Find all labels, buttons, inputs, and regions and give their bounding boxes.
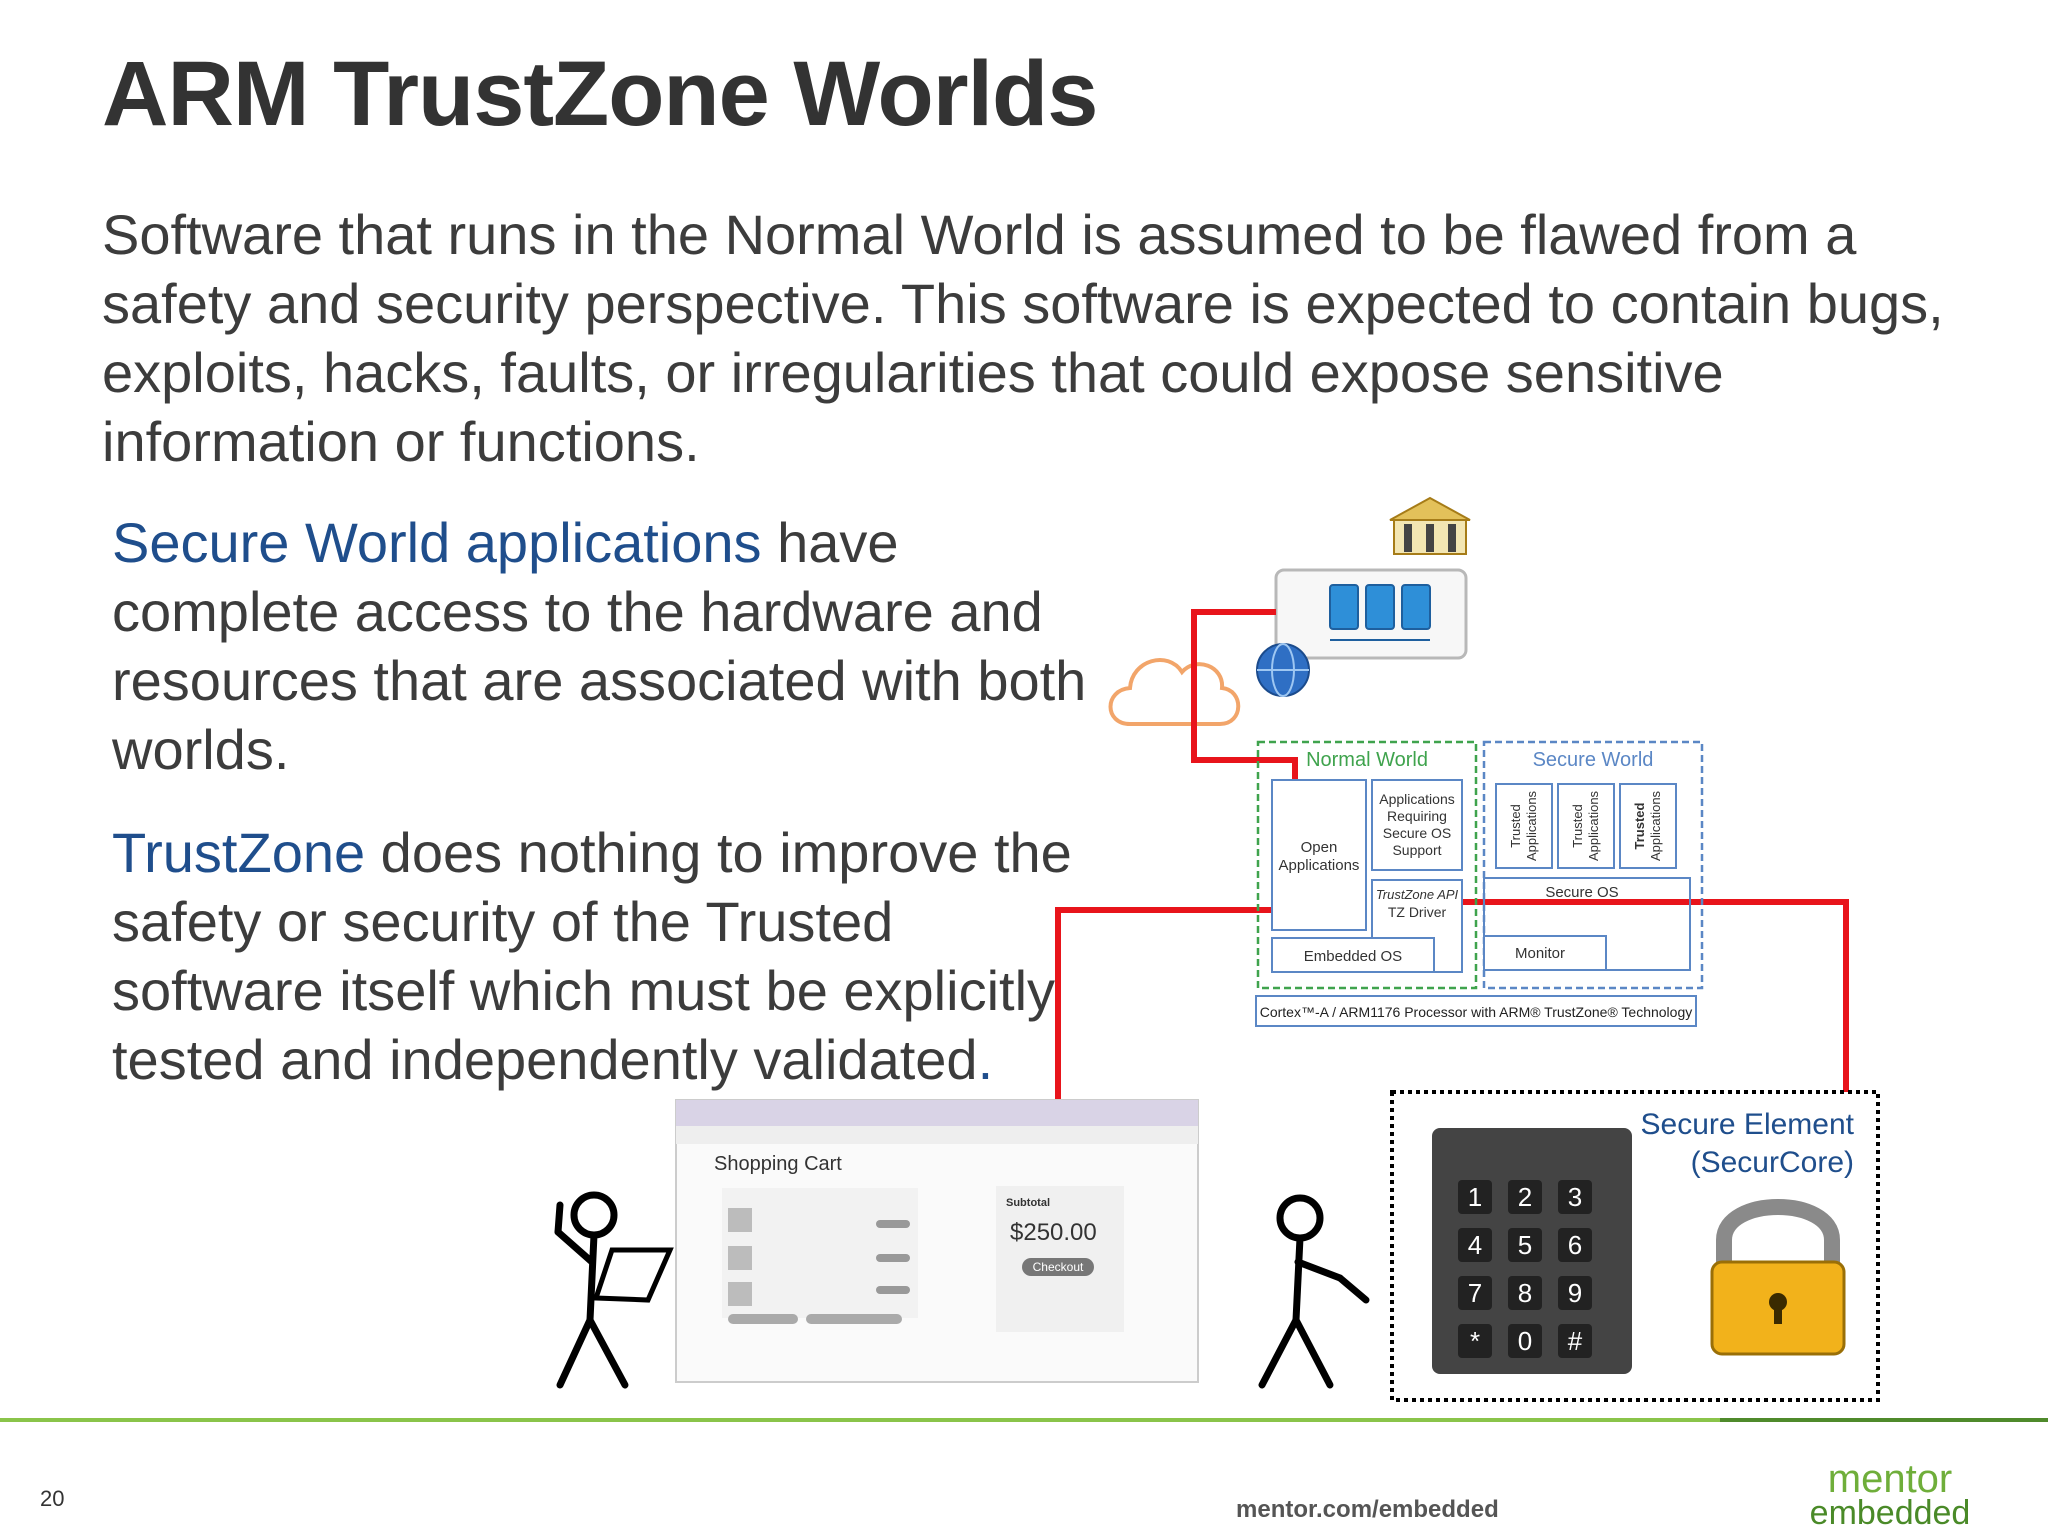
keypad-key: 8 [1518, 1278, 1532, 1308]
keypad-key-bg [1558, 1324, 1592, 1358]
keypad-key-bg [1508, 1276, 1542, 1310]
keypad-keys: 1 2 3 4 5 6 7 8 9 * 0 # [1458, 1180, 1592, 1358]
secure-element-box [1390, 1090, 1880, 1402]
stick-figure-pointing [1258, 1194, 1370, 1389]
open-apps-line2: Applications [1279, 857, 1360, 874]
tz-api-label: TrustZone API [1376, 887, 1459, 902]
tz-driver-label: TZ Driver [1388, 904, 1447, 920]
trustzone-paragraph: TrustZone does nothing to improve the sa… [112, 818, 1112, 1094]
padlock-icon [1710, 1199, 1846, 1356]
keypad-key-bg [1458, 1276, 1492, 1310]
apps-req-line4: Support [1392, 842, 1441, 858]
keypad-key-bg [1458, 1324, 1492, 1358]
monitor-label: Monitor [1515, 945, 1565, 962]
processor-label: Cortex™-A / ARM1176 Processor with ARM® … [1260, 1004, 1693, 1020]
keypad-key-bg [1558, 1180, 1592, 1214]
embedded-os-label: Embedded OS [1304, 948, 1402, 965]
processor-bar [1255, 995, 1697, 1027]
intro-paragraph: Software that runs in the Normal World i… [102, 203, 1944, 473]
keypad-key: 7 [1468, 1278, 1482, 1308]
keypad-key-bg [1558, 1276, 1592, 1310]
slide-number: 20 [40, 1486, 65, 1511]
trustzone-highlight: TrustZone [112, 821, 366, 884]
keypad-key-bg [1508, 1228, 1542, 1262]
bank-icon [1389, 496, 1471, 555]
checkout-button: Checkout [1033, 1260, 1084, 1274]
trusted-apps-2-line1: Trusted [1570, 804, 1585, 848]
keypad-key-bg [1508, 1324, 1542, 1358]
server-icon [1274, 568, 1468, 660]
footer-url: mentor.com/embedded [1236, 1496, 1499, 1523]
subtotal-value: $250.00 [1010, 1219, 1097, 1246]
trusted-apps-1-line1: Trusted [1508, 804, 1523, 848]
keypad-key: 3 [1568, 1182, 1582, 1212]
secure-world-text: have complete access to the hardware and… [112, 511, 1087, 781]
trusted-apps-1-line2: Applications [1524, 790, 1539, 861]
connector-cloud [1191, 609, 1298, 800]
apps-req-line3: Secure OS [1383, 825, 1451, 841]
trustzone-period: . [977, 1028, 994, 1091]
keypad-key: 4 [1468, 1230, 1482, 1260]
logo-bottom: embedded [1810, 1494, 1971, 1528]
shopping-cart-screenshot: Shopping Cart Subtotal $250.00 Checkout [675, 1099, 1199, 1383]
apps-req-line1: Applications [1379, 791, 1455, 807]
mentor-embedded-logo: mentor embedded [1810, 1458, 1971, 1528]
secure-element-line1: Secure Element [1641, 1108, 1855, 1141]
keypad-key: 0 [1518, 1326, 1532, 1356]
secure-world-box [1482, 740, 1704, 990]
normal-world-box [1256, 740, 1478, 990]
secure-world-label: Secure World [1533, 749, 1654, 771]
keypad-key: 6 [1568, 1230, 1582, 1260]
keypad-key: 1 [1468, 1182, 1482, 1212]
keypad-key-bg [1508, 1180, 1542, 1214]
keypad-key-bg [1558, 1228, 1592, 1262]
shopping-cart-title: Shopping Cart [714, 1153, 842, 1175]
keypad-key: 5 [1518, 1230, 1532, 1260]
keypad-key: 2 [1518, 1182, 1532, 1212]
secure-os-label: Secure OS [1545, 884, 1618, 901]
keypad-key: * [1470, 1326, 1480, 1356]
keypad-key-bg [1458, 1228, 1492, 1262]
trusted-apps-2-line2: Applications [1586, 790, 1601, 861]
subtotal-label: Subtotal [1006, 1197, 1050, 1209]
keypad-key: # [1568, 1326, 1583, 1356]
secure-world-highlight: Secure World applications [112, 511, 762, 574]
globe-icon [1256, 643, 1310, 697]
footer-divider-accent [1720, 1418, 2048, 1422]
stick-figure-shopper [554, 1191, 674, 1389]
connector-secure-element [1452, 899, 1849, 1092]
logo-top: mentor [1828, 1458, 1953, 1501]
secure-world-paragraph: Secure World applications have complete … [112, 508, 1112, 784]
keypad-key: 9 [1568, 1278, 1582, 1308]
cloud-icon [1108, 658, 1241, 726]
trustzone-text: does nothing to improve the safety or se… [112, 821, 1072, 1091]
slide-title: ARM TrustZone Worlds [102, 43, 1098, 145]
secure-element-line2: (SecurCore) [1691, 1146, 1854, 1179]
keypad-key-bg [1458, 1180, 1492, 1214]
open-apps-line1: Open [1301, 839, 1338, 856]
apps-req-line2: Requiring [1387, 808, 1447, 824]
trusted-apps-3-line2: Applications [1648, 790, 1663, 861]
connector-shopping [1055, 878, 1291, 1100]
footer-divider [0, 1418, 2048, 1422]
trusted-apps-3-line1: Trusted [1632, 802, 1647, 849]
normal-world-label: Normal World [1306, 749, 1428, 771]
